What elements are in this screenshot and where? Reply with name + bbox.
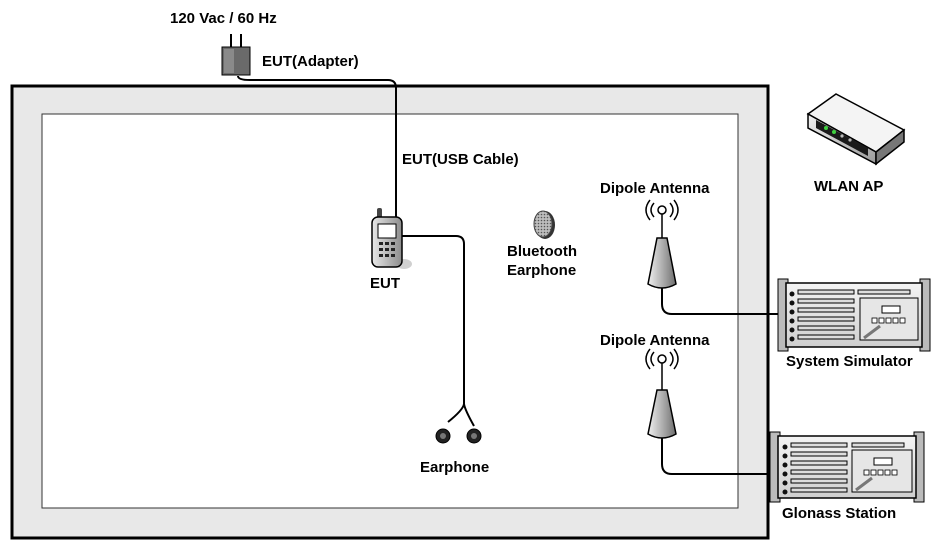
antenna-top-icon — [645, 199, 679, 289]
glonass-station-label: Glonass Station — [782, 505, 896, 522]
antenna-top-cable — [661, 286, 790, 315]
system-simulator-label: System Simulator — [786, 353, 913, 370]
wlan-ap-icon — [806, 93, 906, 166]
cables — [237, 75, 790, 475]
wlan-ap-label: WLAN AP — [814, 178, 883, 195]
usb-cable — [237, 75, 397, 222]
earphone-icon — [435, 428, 482, 444]
antenna-top-label: Dipole Antenna — [600, 180, 710, 197]
adapter-label: EUT(Adapter) — [262, 53, 359, 70]
power-adapter — [221, 34, 251, 76]
shielded-chamber — [10, 84, 770, 540]
earphone-cable — [402, 235, 475, 427]
antenna-bottom-label: Dipole Antenna — [600, 332, 710, 349]
eut-label: EUT — [370, 275, 400, 292]
glonass-station-icon — [769, 431, 925, 503]
bluetooth-label-line2: Earphone — [507, 262, 576, 279]
power-source-label: 120 Vac / 60 Hz — [170, 10, 277, 27]
system-simulator-icon — [777, 278, 931, 352]
bluetooth-earphone-icon — [533, 210, 555, 239]
bluetooth-label-line1: Bluetooth — [507, 243, 577, 260]
usb-cable-label: EUT(USB Cable) — [402, 151, 519, 168]
phone-icon — [371, 208, 412, 269]
earphone-label: Earphone — [420, 459, 489, 476]
antenna-bottom-icon — [645, 348, 679, 439]
antenna-bottom-cable — [661, 438, 782, 475]
